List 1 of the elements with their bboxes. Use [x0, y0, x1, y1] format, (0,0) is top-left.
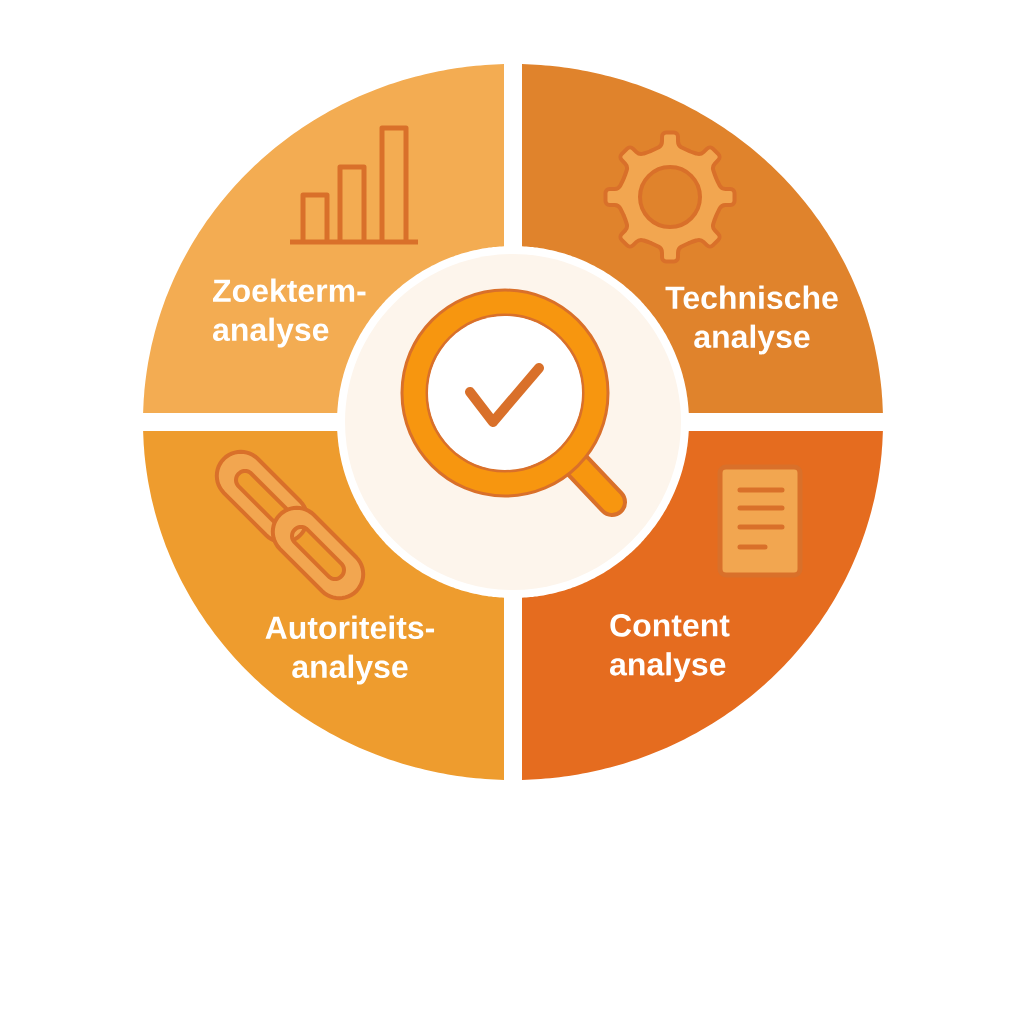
quadrant-segment: Zoekterm- analyse: [143, 64, 504, 413]
